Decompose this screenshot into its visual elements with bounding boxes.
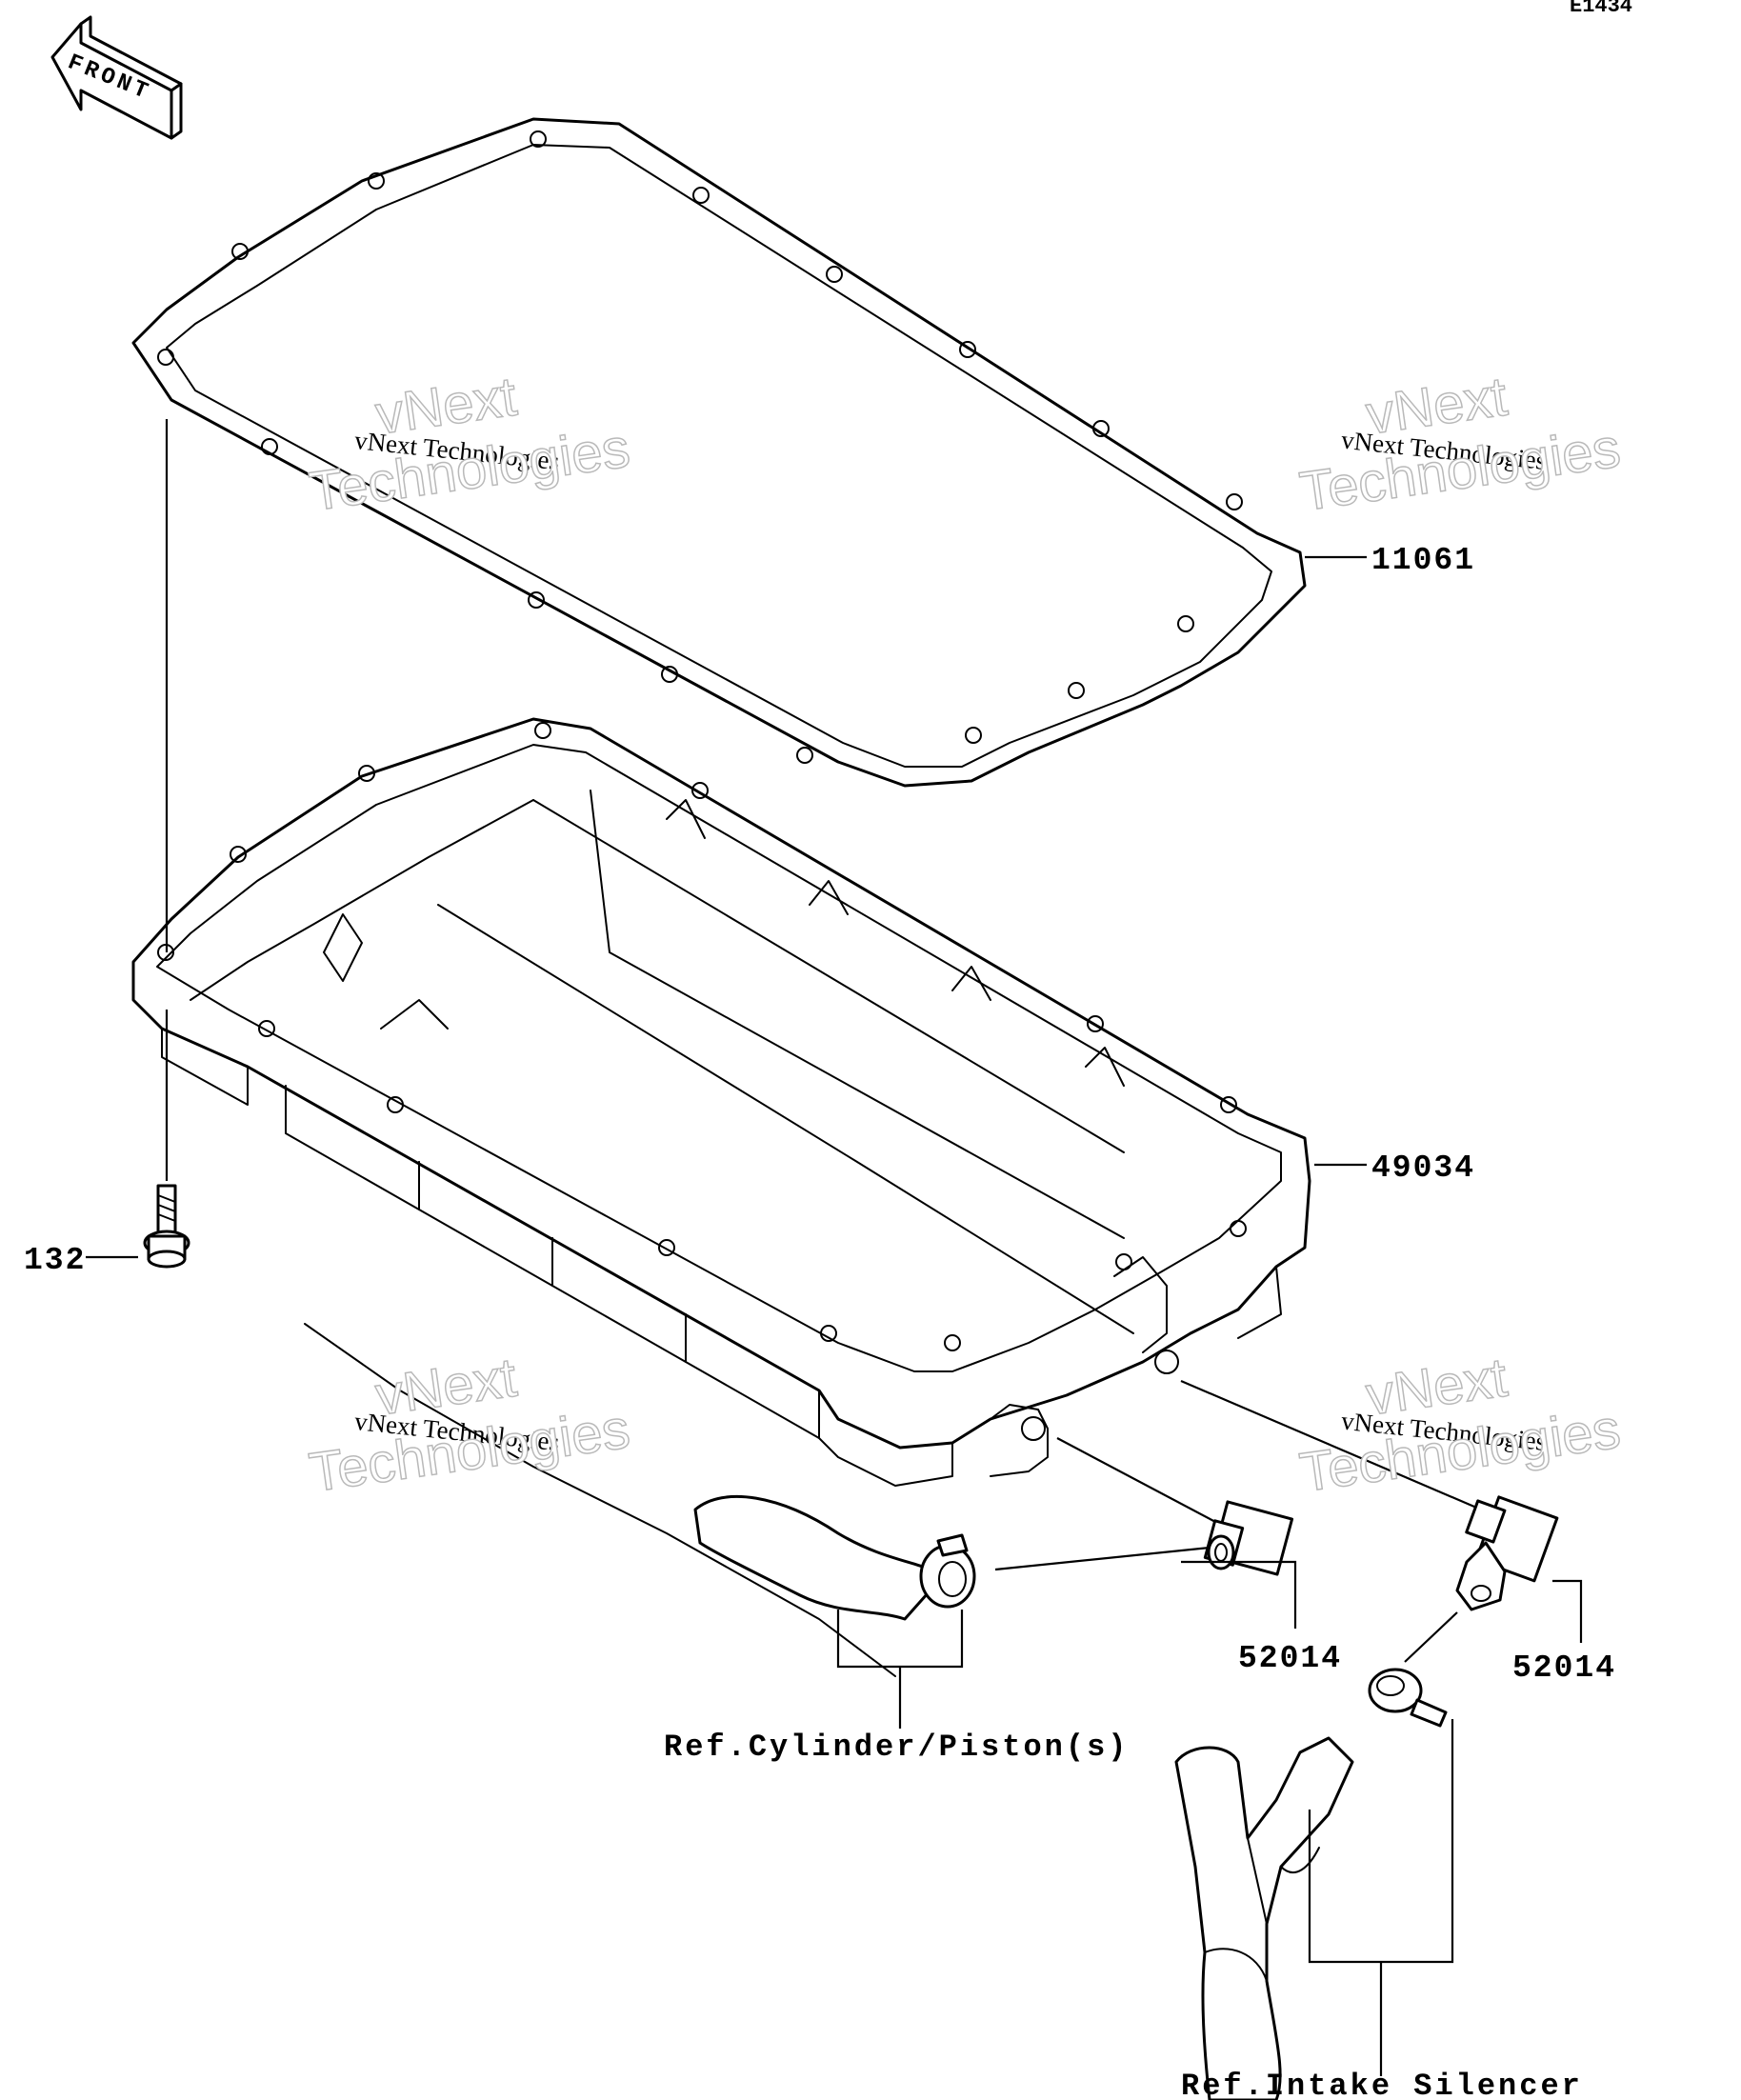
- fitting-right: [1180, 1379, 1559, 1611]
- watermark-bottom-right: vNext Technologies vNext Technologies: [1295, 1346, 1625, 1505]
- oil-pan: [131, 717, 1311, 1677]
- watermark-top-right: vNext Technologies vNext Technologies: [1295, 365, 1625, 524]
- diagram-code: E1434: [1570, 0, 1632, 18]
- cylinder-hose: [693, 1494, 945, 1621]
- part-label-fitting-left: 52014: [1238, 1641, 1342, 1676]
- hose-clamp-left: [919, 1533, 1211, 1609]
- bolt: [143, 419, 190, 1269]
- part-label-bolt: 132: [24, 1243, 86, 1278]
- ref-label-intake: Ref.Intake Silencer: [1181, 2069, 1583, 2100]
- front-arrow-icon: FRONT: [50, 15, 183, 140]
- ref-label-cylinder: Ref.Cylinder/Piston(s): [664, 1730, 1129, 1765]
- gasket-bolt-holes: [157, 130, 1243, 764]
- fitting-left: [1056, 1437, 1294, 1576]
- part-label-fitting-right: 52014: [1512, 1650, 1616, 1686]
- part-label-gasket: 11061: [1371, 543, 1475, 578]
- part-label-oil-pan: 49034: [1371, 1150, 1475, 1186]
- intake-hose: [1174, 1736, 1354, 2100]
- oil-pan-bolt-holes: [157, 722, 1247, 1351]
- hose-clamp-right: [1368, 1611, 1458, 1728]
- oil-pan-gasket: [131, 117, 1307, 788]
- leader-lines: [86, 555, 1583, 2076]
- watermark-bottom-left: vNext Technologies vNext Technologies: [305, 1346, 634, 1505]
- watermark-top-left: vNext Technologies vNext Technologies: [305, 365, 634, 524]
